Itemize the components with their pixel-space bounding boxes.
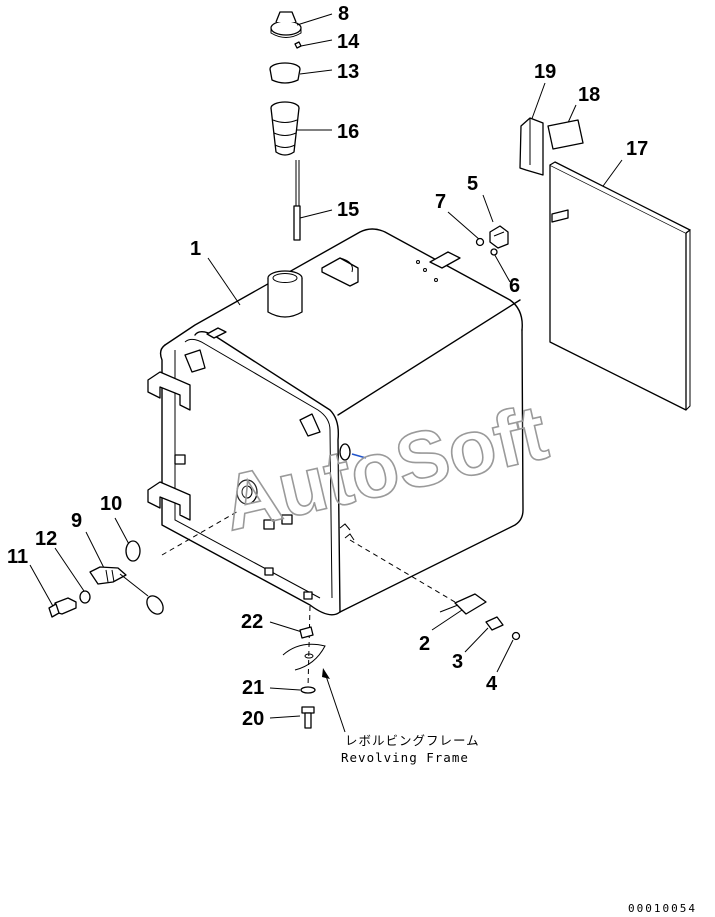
vent-fittings [475,225,509,256]
label-20: 20 [242,708,264,730]
label-7: 7 [435,191,446,213]
note-japanese: レボルビングフレーム [345,733,480,748]
label-14: 14 [337,31,360,53]
mounting-hardware [282,626,326,729]
label-9: 9 [71,510,82,532]
label-2: 2 [419,633,430,655]
label-13: 13 [337,61,359,83]
label-12: 12 [35,528,57,550]
label-18: 18 [578,84,600,106]
label-11: 11 [7,546,28,568]
label-5: 5 [467,173,478,195]
label-10: 10 [100,493,122,515]
revolving-frame-note: レボルビングフレーム Revolving Frame [341,733,480,765]
label-1: 1 [190,238,201,260]
label-17: 17 [626,138,648,160]
level-gauge-group [48,540,164,618]
drawing-code: 00010054 [628,902,697,915]
label-21: 21 [242,677,264,699]
watermark: AutoSoft [214,387,556,548]
watermark-text: AutoSoft [214,387,555,547]
cover-plate-group [519,117,691,411]
drain-valve-group [439,593,521,641]
label-8: 8 [338,3,349,25]
label-22: 22 [241,611,263,633]
leader-lines [29,13,623,733]
part-labels: 8 14 13 16 15 1 7 5 6 19 18 17 10 9 12 1… [7,3,648,730]
note-english: Revolving Frame [341,750,469,765]
fuel-tank [147,228,524,616]
label-4: 4 [486,673,498,695]
label-19: 19 [534,61,556,83]
label-3: 3 [452,651,463,673]
filler-cap-assembly [269,11,302,241]
label-15: 15 [337,199,359,221]
label-16: 16 [337,121,359,143]
label-6: 6 [509,275,520,297]
